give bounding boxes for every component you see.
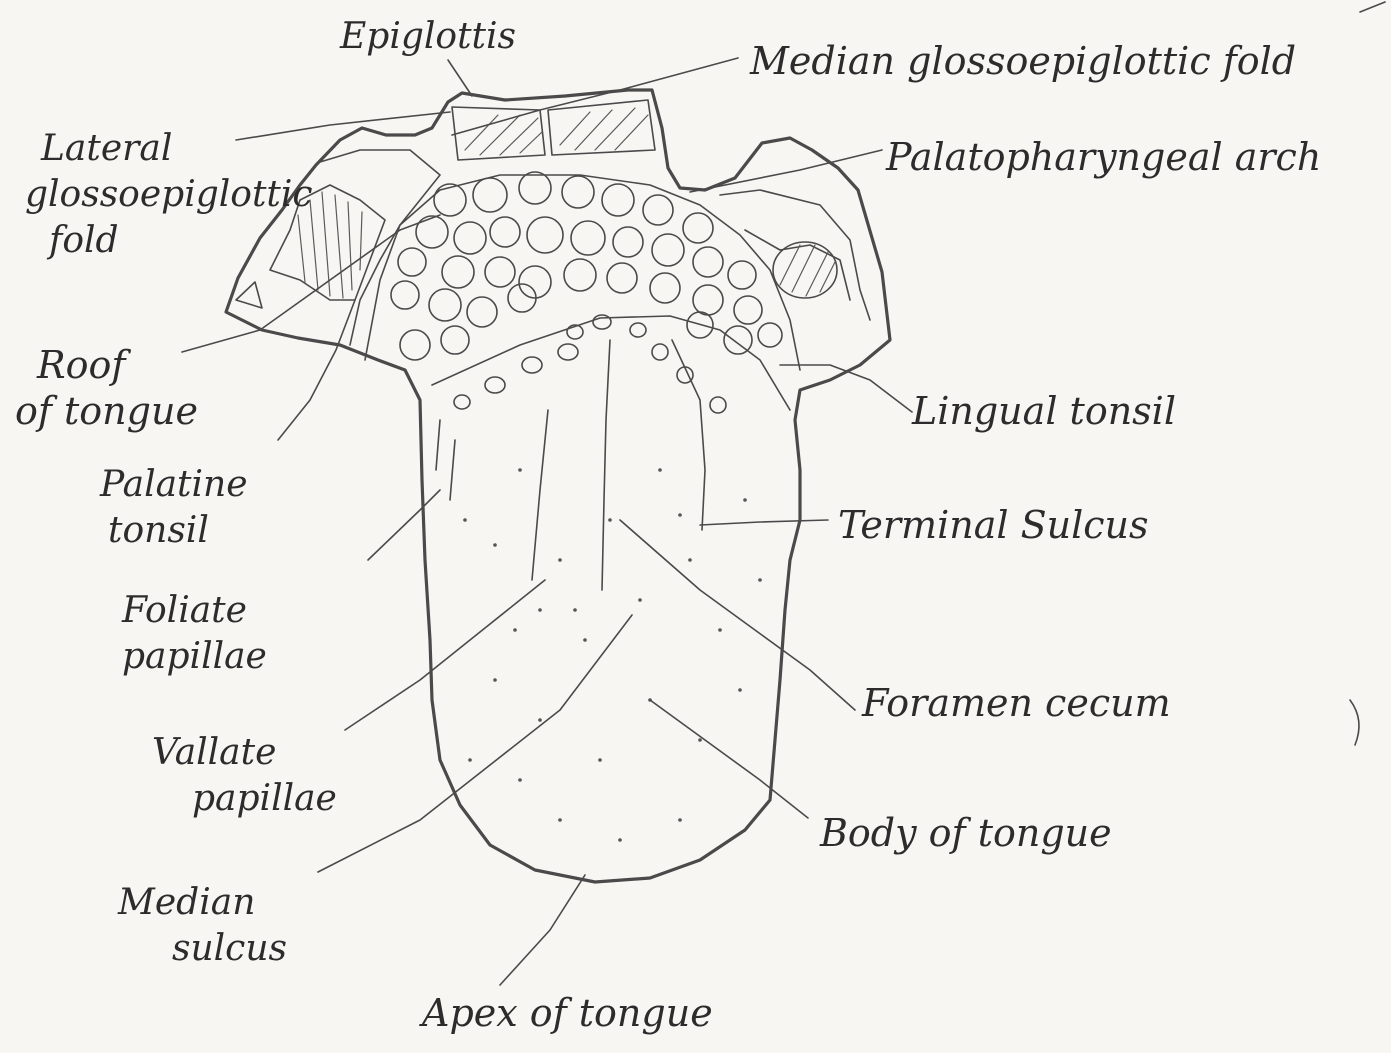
label-body-of-tongue: Body of tongue <box>820 810 1112 856</box>
label-line: Palatine <box>100 462 248 508</box>
label-line: papillae <box>152 776 337 822</box>
median-sulcus-line <box>602 340 610 590</box>
palatine-stroke-2 <box>450 440 455 500</box>
label-line: Vallate <box>152 730 337 776</box>
stray-mark-top-right <box>1360 2 1385 12</box>
label-vallate-papillae: Vallate papillae <box>152 730 337 822</box>
leader-median-sulcus <box>318 615 632 872</box>
label-line: Roof <box>15 342 198 388</box>
leader-median-fold <box>452 58 738 135</box>
leader-palatine <box>278 300 355 440</box>
left-small-triangle <box>236 282 262 308</box>
label-line: of tongue <box>15 388 198 434</box>
leader-foliate <box>368 490 440 560</box>
label-palatopharyngeal-arch: Palatopharyngeal arch <box>886 134 1321 180</box>
leader-epiglottis <box>448 60 472 96</box>
epiglottis-hatching <box>465 108 648 155</box>
label-line: glossoepiglottic <box>25 172 313 218</box>
palatine-stroke-1 <box>436 420 440 470</box>
label-median-sulcus: Median sulcus <box>118 880 287 972</box>
label-terminal-sulcus: Terminal Sulcus <box>838 502 1149 548</box>
label-line: papillae <box>122 634 267 680</box>
stray-mark-right <box>1350 700 1359 745</box>
right-hatched-oval <box>773 242 837 298</box>
label-line: Foliate <box>122 588 267 634</box>
right-fold-curve <box>745 230 850 300</box>
label-line: Lateral <box>25 126 313 172</box>
median-sulcus-left <box>532 410 548 580</box>
label-line: tonsil <box>100 508 248 554</box>
label-line: sulcus <box>118 926 287 972</box>
label-lateral-glossoepiglottic-fold: Lateral glossoepiglottic fold <box>25 126 313 264</box>
leader-vallate <box>345 580 545 730</box>
leader-terminal-sulcus <box>700 520 828 525</box>
lingual-tonsil-band-inner <box>432 316 790 410</box>
label-lingual-tonsil: Lingual tonsil <box>912 388 1176 434</box>
label-foliate-papillae: Foliate papillae <box>122 588 267 680</box>
label-palatine-tonsil: Palatine tonsil <box>100 462 248 554</box>
vallate-papillae <box>454 315 726 413</box>
leader-body <box>650 700 808 818</box>
left-fold-inner <box>320 150 440 345</box>
epiglottis-right-box <box>548 100 655 155</box>
label-median-glossoepiglottic-fold: Median glossoepiglottic fold <box>750 38 1296 84</box>
label-line: fold <box>25 218 313 264</box>
leader-foramen-cecum <box>620 520 855 710</box>
label-apex-of-tongue: Apex of tongue <box>422 990 713 1036</box>
leader-apex <box>500 875 585 985</box>
label-foramen-cecum: Foramen cecum <box>862 680 1171 726</box>
label-roof-of-tongue: Roof of tongue <box>15 342 198 434</box>
label-epiglottis: Epiglottis <box>340 14 516 60</box>
label-line: Median <box>118 880 287 926</box>
